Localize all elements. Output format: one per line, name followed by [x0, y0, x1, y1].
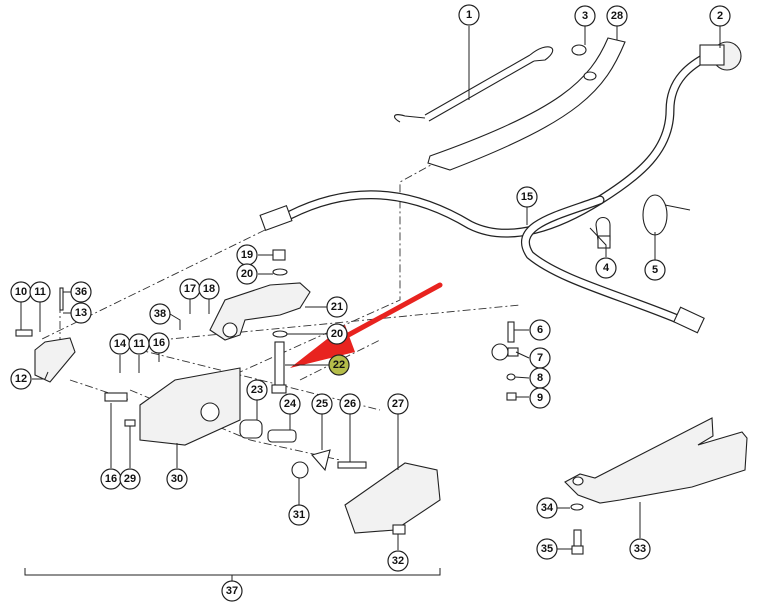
callout-9[interactable]: 9	[529, 387, 551, 409]
part-bar	[427, 37, 626, 171]
callout-label: 32	[392, 555, 404, 567]
callout-11-mid[interactable]: 11	[128, 333, 150, 355]
callout-22-highlighted[interactable]: 22	[328, 354, 350, 376]
callout-label: 11	[34, 286, 46, 298]
callout-label: 36	[75, 286, 87, 298]
callout-label: 7	[537, 352, 543, 364]
callout-label: 30	[171, 473, 183, 485]
callout-label: 5	[652, 264, 658, 276]
callout-17[interactable]: 17	[179, 278, 201, 300]
callout-label: 10	[15, 286, 27, 298]
callout-36[interactable]: 36	[70, 281, 92, 303]
callout-20-bottom[interactable]: 20	[326, 323, 348, 345]
callout-label: 26	[344, 398, 356, 410]
callout-21[interactable]: 21	[326, 296, 348, 318]
callout-38[interactable]: 38	[149, 303, 171, 325]
part-housing-block	[104, 367, 241, 446]
callout-30[interactable]: 30	[166, 468, 188, 490]
callout-37[interactable]: 37	[221, 580, 243, 602]
callout-label: 14	[114, 338, 127, 350]
callout-4[interactable]: 4	[595, 257, 617, 279]
callout-label: 2	[717, 10, 723, 22]
callout-label: 22	[333, 359, 345, 371]
callout-11[interactable]: 11	[29, 281, 51, 303]
part-cable-harness	[259, 41, 742, 334]
callout-label: 35	[541, 543, 553, 555]
part-clip	[595, 216, 611, 249]
group-bracket-line	[24, 568, 441, 582]
callout-12[interactable]: 12	[10, 368, 32, 390]
callout-label: 1	[466, 9, 472, 21]
callout-13[interactable]: 13	[70, 302, 92, 324]
callout-6[interactable]: 6	[529, 319, 551, 341]
callout-label: 15	[521, 191, 533, 203]
callout-label: 23	[251, 384, 263, 396]
callout-19[interactable]: 19	[236, 244, 258, 266]
callout-label: 33	[634, 543, 646, 555]
part-cover-plate	[344, 462, 441, 535]
callout-20-top[interactable]: 20	[236, 263, 258, 285]
part-cable-tie	[642, 194, 691, 236]
red-pointer-arrow	[290, 282, 443, 368]
callout-label: 20	[241, 268, 253, 280]
callout-3[interactable]: 3	[574, 5, 596, 27]
callout-27[interactable]: 27	[387, 393, 409, 415]
callout-label: 20	[331, 328, 343, 340]
callout-35[interactable]: 35	[536, 538, 558, 560]
callout-1[interactable]: 1	[458, 4, 480, 26]
callout-10[interactable]: 10	[10, 281, 32, 303]
callout-23[interactable]: 23	[246, 379, 268, 401]
callout-label: 29	[124, 473, 136, 485]
callout-label: 18	[203, 283, 215, 295]
callout-28[interactable]: 28	[606, 5, 628, 27]
callout-label: 25	[316, 398, 328, 410]
callout-label: 27	[392, 398, 404, 410]
callout-16-top[interactable]: 16	[148, 332, 170, 354]
part-bolt-set	[491, 321, 519, 401]
callout-label: 6	[537, 324, 543, 336]
callout-32[interactable]: 32	[387, 550, 409, 572]
callout-15[interactable]: 15	[516, 186, 538, 208]
callout-8[interactable]: 8	[529, 367, 551, 389]
part-shaft-assembly	[239, 419, 367, 479]
callout-label: 34	[541, 502, 554, 514]
callout-label: 3	[582, 10, 588, 22]
callout-label: 28	[611, 10, 623, 22]
callout-16-bottom[interactable]: 16	[100, 468, 122, 490]
part-bracket	[209, 249, 311, 394]
callout-26[interactable]: 26	[339, 393, 361, 415]
callout-label: 19	[241, 249, 253, 261]
callout-label: 13	[75, 307, 87, 319]
callout-label: 31	[293, 509, 305, 521]
callout-25[interactable]: 25	[311, 393, 333, 415]
callout-5[interactable]: 5	[644, 259, 666, 281]
callout-7[interactable]: 7	[529, 347, 551, 369]
callout-34[interactable]: 34	[536, 497, 558, 519]
part-guard	[564, 417, 748, 555]
callout-31[interactable]: 31	[288, 504, 310, 526]
callout-label: 16	[105, 473, 117, 485]
callout-2[interactable]: 2	[709, 5, 731, 27]
part-chain	[394, 46, 554, 123]
callout-24[interactable]: 24	[279, 393, 301, 415]
callout-label: 24	[284, 398, 297, 410]
callout-14[interactable]: 14	[109, 333, 131, 355]
callout-label: 11	[133, 338, 145, 350]
callout-label: 17	[184, 283, 196, 295]
callout-label: 37	[226, 585, 238, 597]
callout-label: 9	[537, 392, 543, 404]
callout-label: 21	[331, 301, 343, 313]
callout-label: 4	[603, 262, 610, 274]
callout-label: 8	[537, 372, 543, 384]
part-mount-bracket	[15, 287, 76, 383]
callout-label: 38	[154, 308, 166, 320]
callout-33[interactable]: 33	[629, 538, 651, 560]
callout-label: 12	[15, 373, 27, 385]
callout-18[interactable]: 18	[198, 278, 220, 300]
callout-label: 16	[153, 337, 165, 349]
callout-29[interactable]: 29	[119, 468, 141, 490]
